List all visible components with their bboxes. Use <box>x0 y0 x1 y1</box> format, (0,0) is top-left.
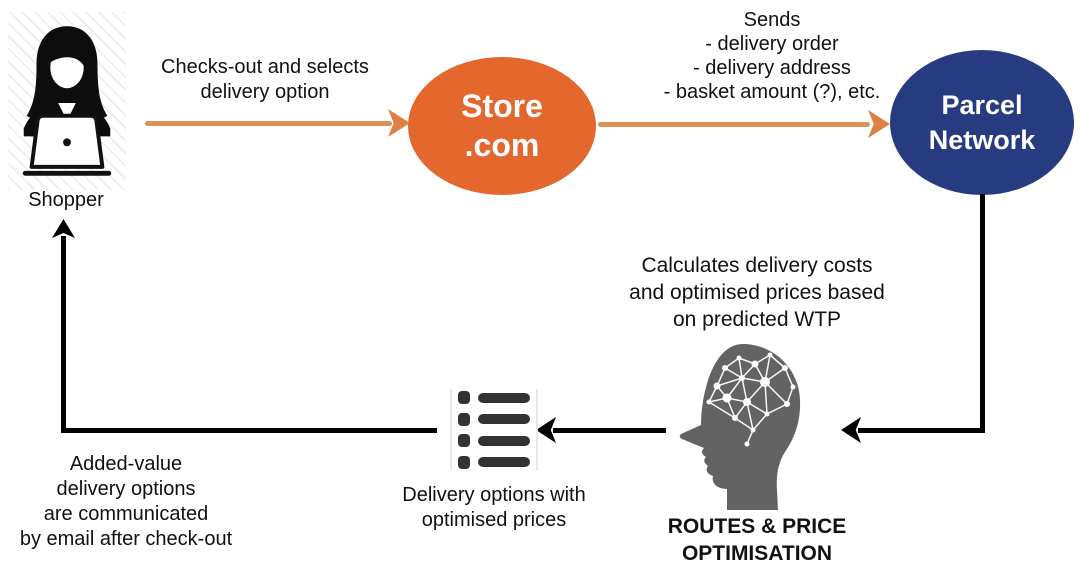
sends-arrow-shaft <box>598 122 870 127</box>
list-row <box>458 412 530 426</box>
checkout-annotation: Checks-out and selects delivery option <box>161 56 369 103</box>
parcel-to-brain-line <box>858 428 985 433</box>
optimisation-label: ROUTES & PRICE OPTIMISATION <box>667 515 847 565</box>
store-node: Store .com <box>408 57 596 195</box>
list-row <box>458 434 530 448</box>
delivery-options-annotation: Delivery options with optimised prices <box>402 484 586 531</box>
shopper-label: Shopper <box>28 189 104 211</box>
parcel-network-node: Parcel Network <box>890 50 1074 195</box>
calculates-annotation: Calculates delivery costs and optimised … <box>629 254 885 331</box>
sends-annotation: Sends - delivery order - delivery addres… <box>663 9 881 103</box>
return-up-line <box>61 236 66 433</box>
sends-arrowhead-icon <box>868 110 890 138</box>
brain-to-list-line <box>553 428 666 433</box>
list-row <box>458 455 530 469</box>
return-bottom-line <box>63 428 437 433</box>
head-brain-network-icon <box>670 342 810 512</box>
woman-at-laptop-icon <box>8 12 126 190</box>
parcel-down-line <box>980 194 985 433</box>
checkout-arrow-shaft <box>145 121 392 126</box>
list-row <box>458 391 530 404</box>
email-note-annotation: Added-value delivery options are communi… <box>19 453 233 550</box>
list-icon <box>450 389 538 471</box>
